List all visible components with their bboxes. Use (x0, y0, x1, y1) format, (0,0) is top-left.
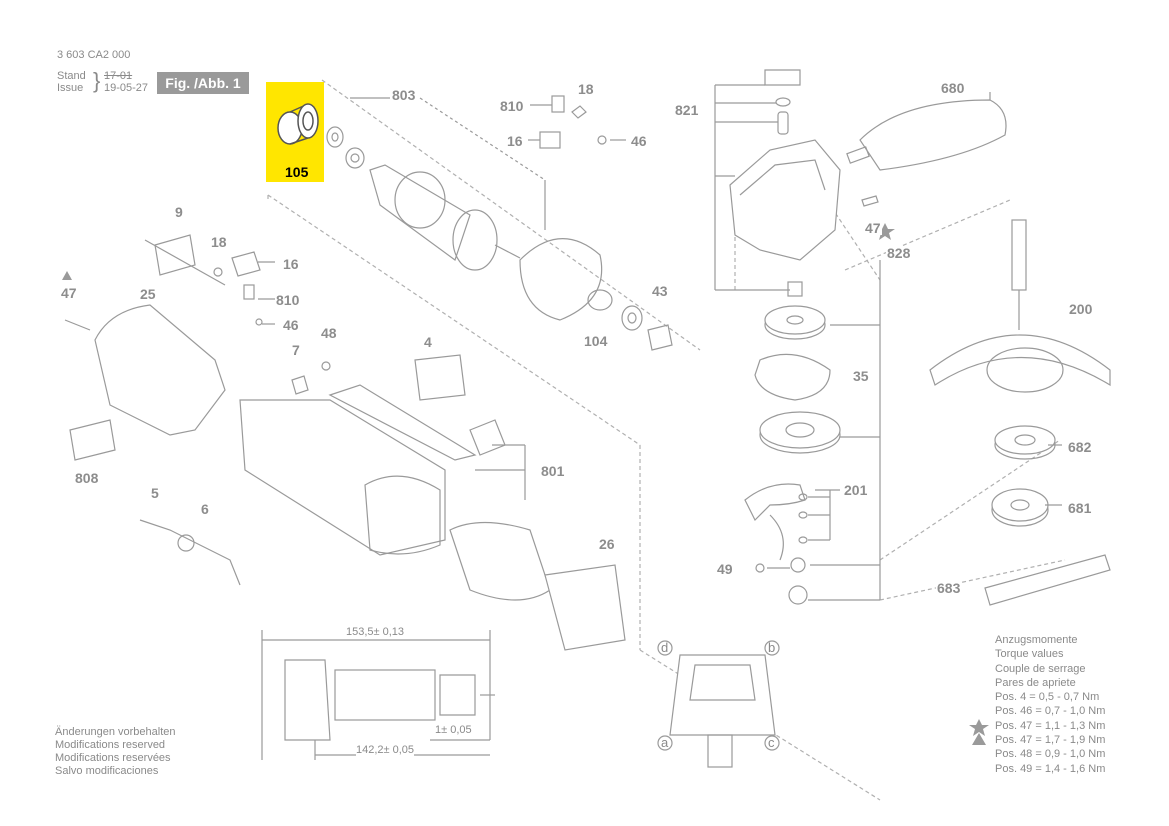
part-label-46-left[interactable]: 46 (282, 317, 300, 333)
part-label-47-triangle[interactable]: 47 (60, 285, 78, 301)
dimension-total-length: 153,5± 0,13 (346, 626, 405, 638)
side-handle-680 (846, 92, 1007, 207)
part-label-810[interactable]: 810 (499, 98, 525, 114)
part-label-49[interactable]: 49 (716, 561, 734, 577)
modification-notes: Änderungen vorbehalten Modifications res… (55, 726, 175, 778)
view-marker-d: d (661, 640, 669, 655)
part-label-201[interactable]: 201 (843, 482, 869, 498)
torque-title-en: Torque values (995, 648, 1064, 661)
part-label-16-left[interactable]: 16 (282, 256, 300, 272)
torque-title-de: Anzugsmomente (995, 634, 1078, 646)
torque-table: Anzugsmomente Torque values Couple de se… (995, 633, 1105, 776)
stand-label: Stand (57, 70, 86, 82)
torque-row: Pos. 49 = 1,4 - 1,6 Nm (995, 762, 1106, 775)
note-line: Modifications reserved (55, 739, 166, 751)
part-label-7[interactable]: 7 (291, 342, 301, 358)
torque-row: Pos. 46 = 0,7 - 1,0 Nm (995, 705, 1106, 718)
part-label-9[interactable]: 9 (174, 204, 184, 220)
part-label-821[interactable]: 821 (674, 102, 700, 118)
armature-dimension-drawing (261, 630, 495, 760)
issue-label: Issue (57, 82, 84, 94)
part-label-682[interactable]: 682 (1067, 439, 1093, 455)
part-label-18[interactable]: 18 (577, 81, 595, 97)
bearing-105 (277, 103, 319, 145)
part-label-5[interactable]: 5 (150, 485, 160, 501)
motor-housing (64, 234, 626, 651)
spindle-and-guard (929, 219, 1111, 606)
part-label-801[interactable]: 801 (540, 463, 566, 479)
bevel-gear-stack (744, 260, 881, 605)
dimension-runout: 1± 0,05 (435, 724, 472, 736)
issue-date: 19-05-27 (104, 82, 149, 94)
part-label-16[interactable]: 16 (506, 133, 524, 149)
note-line: Modifications reservées (55, 752, 171, 764)
part-label-35[interactable]: 35 (852, 368, 870, 384)
part-label-4[interactable]: 4 (423, 334, 433, 350)
part-label-105[interactable]: 105 (285, 164, 309, 180)
brush-holder-group-top (528, 95, 626, 149)
doc-number: 3 603 CA2 000 (57, 49, 131, 61)
brace-symbol: } (93, 68, 101, 93)
figure-tag: Fig. /Abb. 1 (157, 72, 249, 94)
gear-head-assembly (714, 69, 841, 297)
part-label-48[interactable]: 48 (320, 325, 338, 341)
part-label-46[interactable]: 46 (630, 133, 648, 149)
armature-assembly (326, 97, 673, 351)
part-label-18-left[interactable]: 18 (210, 234, 228, 250)
torque-title-fr: Couple de serrage (995, 662, 1086, 675)
view-marker-a: a (661, 735, 669, 750)
tool-bottom-view (657, 640, 780, 768)
part-label-803[interactable]: 803 (391, 87, 417, 103)
part-label-808[interactable]: 808 (74, 470, 100, 486)
stand-date: 17-01 (104, 70, 133, 82)
part-label-104[interactable]: 104 (583, 333, 609, 349)
note-line: Änderungen vorbehalten (55, 726, 176, 738)
part-label-828[interactable]: 828 (886, 245, 912, 261)
torque-row: Pos. 4 = 0,5 - 0,7 Nm (995, 691, 1100, 704)
torque-row: Pos. 47 = 1,7 - 1,9 Nm (995, 734, 1106, 747)
torque-symbols (62, 223, 989, 745)
part-label-25[interactable]: 25 (139, 286, 157, 302)
torque-row: Pos. 47 = 1,1 - 1,3 Nm (995, 719, 1106, 732)
note-line: Salvo modificaciones (55, 765, 159, 777)
part-label-26[interactable]: 26 (598, 536, 616, 552)
dimension-inner-length: 142,2± 0,05 (356, 744, 415, 756)
part-label-6[interactable]: 6 (200, 501, 210, 517)
torque-title-es: Pares de apriete (995, 676, 1076, 689)
view-marker-b: b (768, 640, 776, 655)
part-label-680[interactable]: 680 (940, 80, 966, 96)
part-label-810-left[interactable]: 810 (275, 292, 301, 308)
part-label-200[interactable]: 200 (1068, 301, 1094, 317)
part-label-43[interactable]: 43 (651, 283, 669, 299)
view-marker-c: c (768, 735, 775, 750)
torque-row: Pos. 48 = 0,9 - 1,0 Nm (995, 748, 1106, 761)
part-label-681[interactable]: 681 (1067, 500, 1093, 516)
part-label-683[interactable]: 683 (936, 580, 962, 596)
part-label-47-star[interactable]: 47 (864, 220, 882, 236)
